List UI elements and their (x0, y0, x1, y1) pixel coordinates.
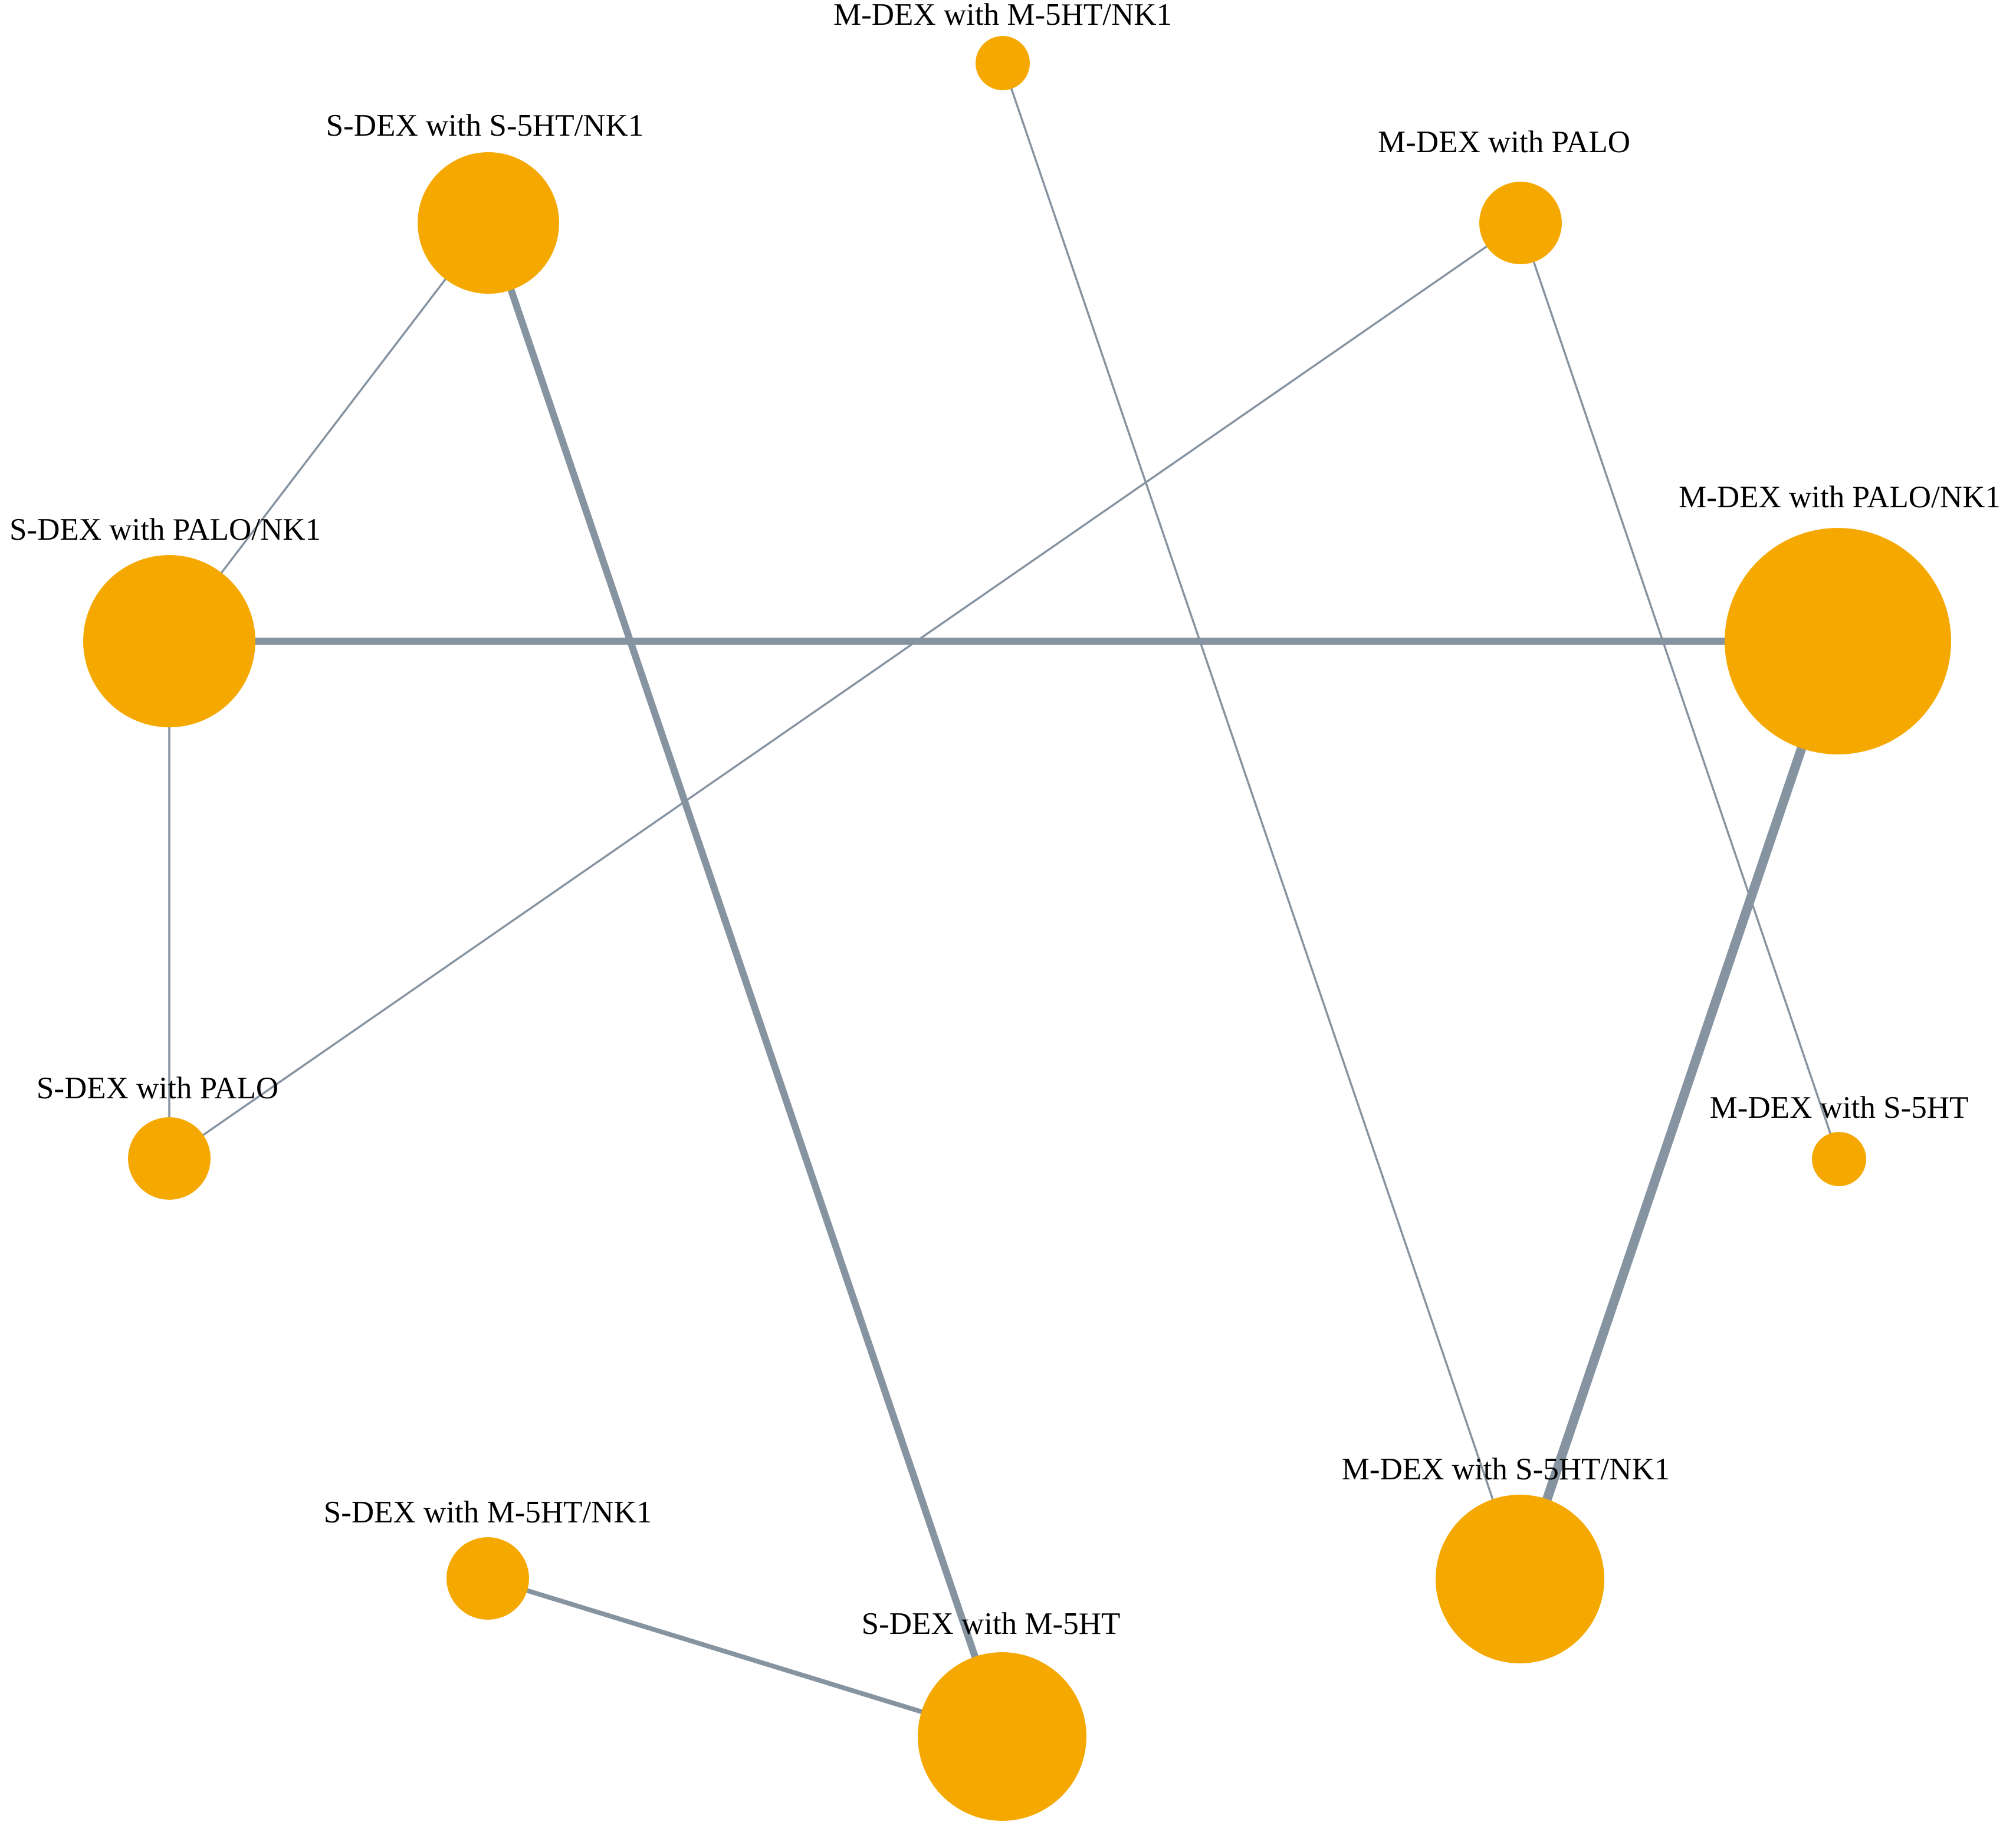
edge-s_dex_s5ht_nk1-to-s_dex_palo_nk1 (168, 222, 490, 642)
node-label-m_dex_m5ht_nk1: M-DEX with M-5HT/NK1 (833, 0, 1172, 32)
node-label-s_dex_s5ht_nk1: S-DEX with S-5HT/NK1 (326, 109, 644, 143)
edge-m_dex_palo-to-m_dex_s5ht (1519, 222, 1840, 1160)
node-s_dex_palo (128, 1117, 211, 1200)
node-layer (83, 36, 1951, 1821)
edge-s_dex_m5ht_nk1-to-s_dex_m5ht (487, 1576, 1003, 1739)
node-s_dex_m5ht_nk1 (446, 1537, 529, 1620)
node-label-s_dex_m5ht_nk1: S-DEX with M-5HT/NK1 (324, 1495, 652, 1529)
edge-s_dex_s5ht_nk1-to-s_dex_m5ht (485, 222, 1006, 1738)
node-s_dex_palo_nk1 (83, 555, 255, 727)
node-label-s_dex_palo: S-DEX with PALO (37, 1071, 278, 1105)
node-m_dex_palo_nk1 (1725, 528, 1951, 754)
node-label-m_dex_s5ht_nk1: M-DEX with S-5HT/NK1 (1342, 1452, 1670, 1486)
node-label-m_dex_palo: M-DEX with PALO (1378, 125, 1630, 159)
edge-m_dex_palo_nk1-to-m_dex_s5ht_nk1 (1515, 639, 1843, 1581)
edge-m_dex_palo-to-s_dex_palo (169, 222, 1521, 1160)
edge-layer (168, 63, 1843, 1739)
node-label-m_dex_s5ht: M-DEX with S-5HT (1710, 1091, 1969, 1125)
node-m_dex_m5ht_nk1 (976, 36, 1030, 90)
node-s_dex_s5ht_nk1 (418, 152, 559, 294)
node-m_dex_s5ht_nk1 (1436, 1495, 1604, 1663)
node-s_dex_m5ht (918, 1652, 1086, 1821)
node-label-s_dex_m5ht: S-DEX with M-5HT (862, 1607, 1121, 1641)
node-label-s_dex_palo_nk1: S-DEX with PALO/NK1 (9, 513, 321, 547)
node-m_dex_palo (1479, 182, 1562, 264)
node-label-m_dex_palo_nk1: M-DEX with PALO/NK1 (1679, 480, 2001, 514)
edge-m_dex_m5ht_nk1-to-m_dex_s5ht_nk1 (1002, 63, 1521, 1580)
node-m_dex_s5ht (1812, 1132, 1866, 1186)
